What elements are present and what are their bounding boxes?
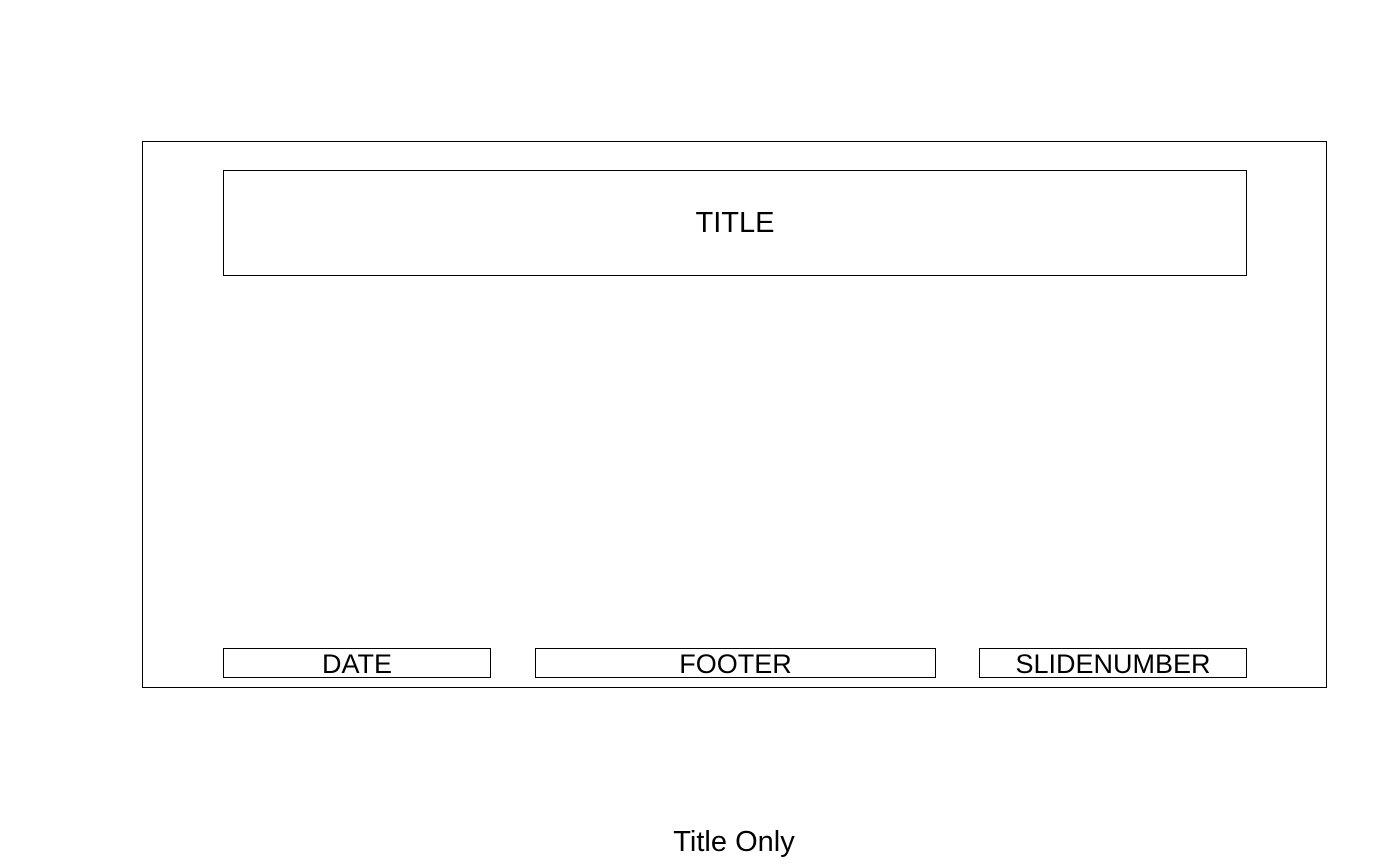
title-placeholder[interactable]: TITLE bbox=[223, 170, 1247, 276]
slide-number-placeholder-label: SLIDENUMBER bbox=[1015, 648, 1211, 679]
date-placeholder[interactable]: DATE bbox=[223, 648, 491, 679]
slide-number-placeholder[interactable]: SLIDENUMBER bbox=[979, 648, 1247, 679]
footer-placeholder-label: FOOTER bbox=[679, 648, 792, 679]
footer-placeholder[interactable]: FOOTER bbox=[535, 648, 936, 679]
slide-layout-frame: TITLE DATE FOOTER SLIDENUMBER bbox=[142, 141, 1327, 688]
date-placeholder-label: DATE bbox=[321, 648, 392, 679]
layout-name-caption: Title Only bbox=[673, 826, 795, 858]
title-placeholder-label: TITLE bbox=[695, 206, 775, 239]
